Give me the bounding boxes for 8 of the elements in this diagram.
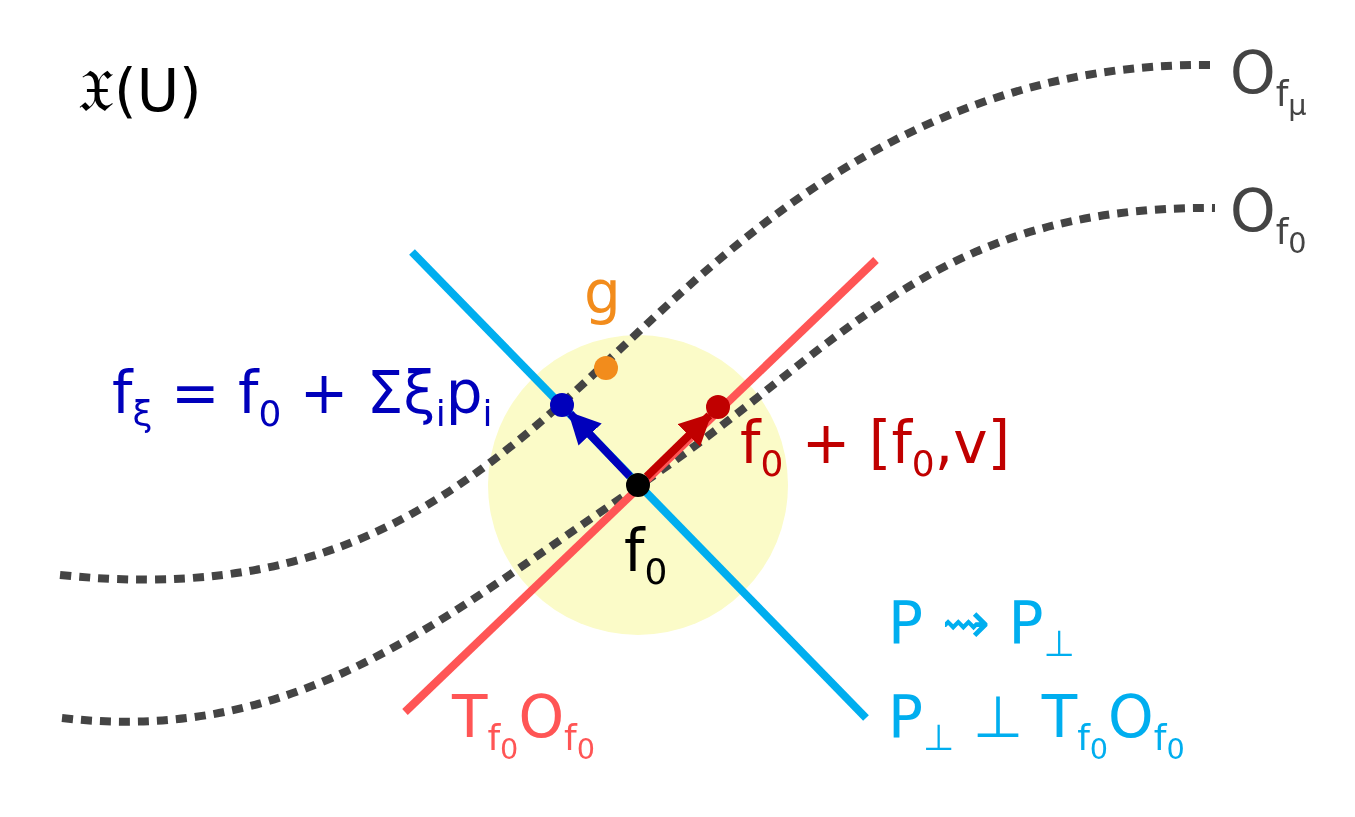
space-label: 𝔛(U) xyxy=(78,60,202,124)
point-label: f$_{0}$ xyxy=(624,520,668,592)
formula-label: f$_{0}$ + [f$_{0}$,v] xyxy=(740,412,1011,484)
point-label: g xyxy=(584,262,621,326)
formula-label: f$_{ξ}$ = f$_{0}$ + Σξ$_{i}$p$_{i}$ xyxy=(112,362,493,434)
arrow xyxy=(643,412,713,480)
formula-label: P ⇝ P$_{⊥}$ xyxy=(888,592,1075,664)
arrow xyxy=(567,410,633,480)
